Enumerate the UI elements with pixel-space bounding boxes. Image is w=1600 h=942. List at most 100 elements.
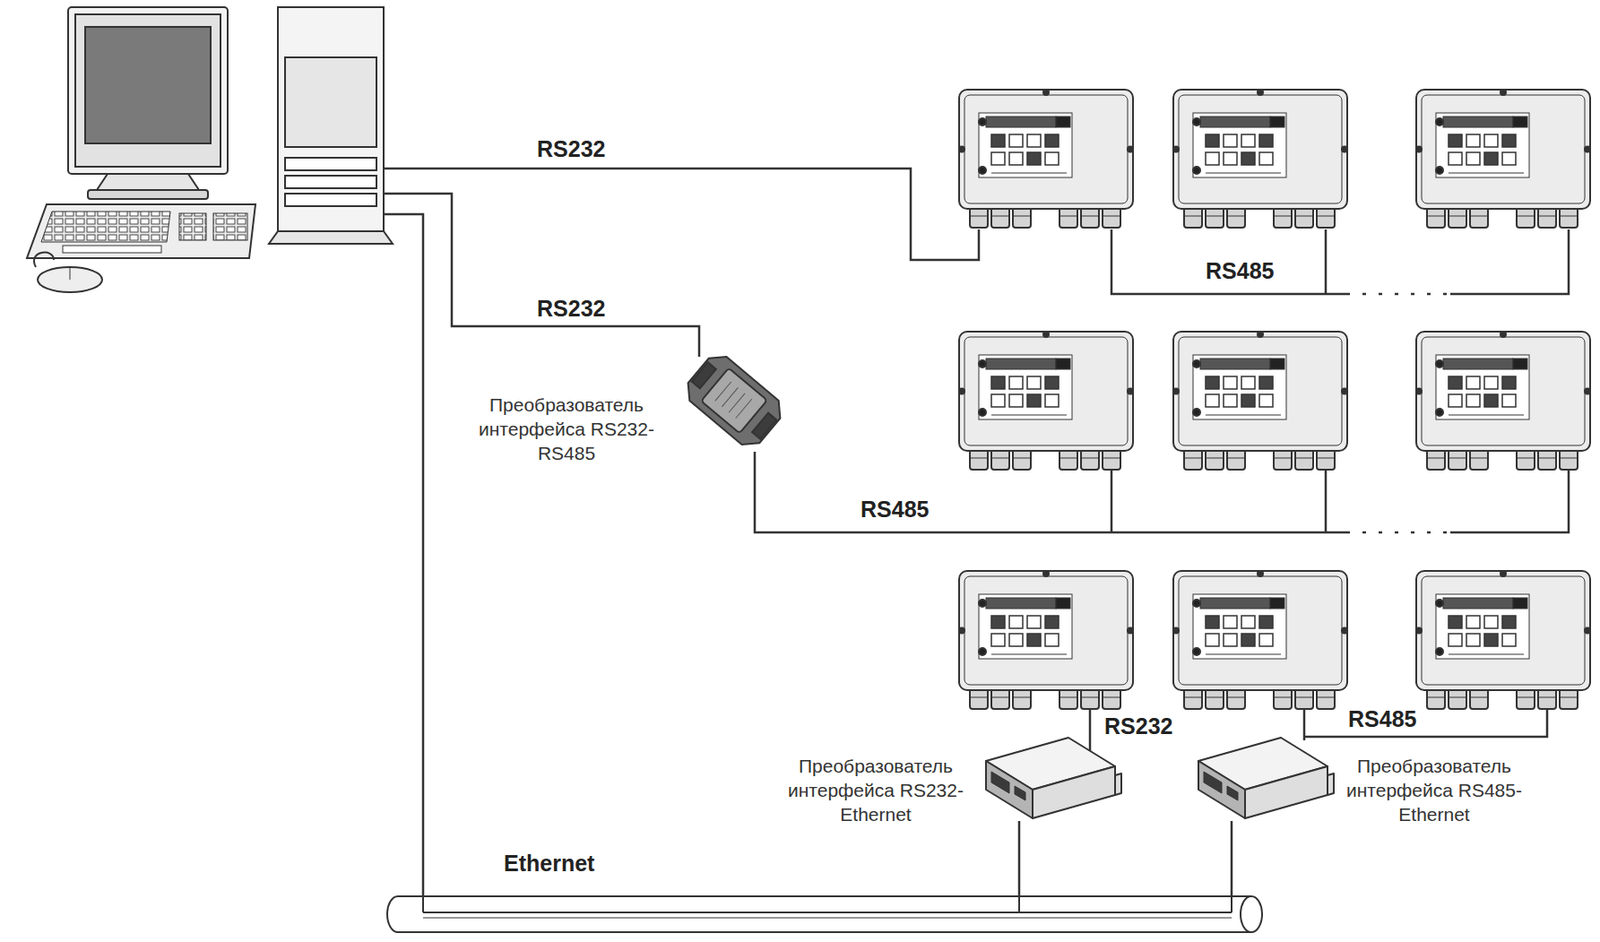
screw <box>1257 570 1263 577</box>
device-lid <box>964 337 1128 446</box>
interface-label: RS232 <box>534 295 608 322</box>
display <box>985 358 1056 370</box>
key <box>991 134 1005 148</box>
screw <box>1500 89 1506 96</box>
cable-gland-ring <box>1538 458 1557 459</box>
cable-gland-ring <box>1448 458 1467 459</box>
monitor <box>68 7 228 199</box>
port <box>1227 786 1238 801</box>
key <box>1045 633 1059 647</box>
key <box>1027 394 1041 407</box>
device-housing <box>959 570 1133 691</box>
cable-gland-ring <box>1559 216 1578 217</box>
screw <box>959 389 965 395</box>
cable-gland <box>1470 449 1488 470</box>
keyboard <box>26 204 256 259</box>
cable-wire <box>1018 895 1021 913</box>
key <box>1205 134 1220 148</box>
key <box>1259 152 1273 165</box>
indicator <box>1193 648 1201 656</box>
cable-gland <box>1427 449 1445 470</box>
cable-gland <box>1316 688 1335 710</box>
cable-gland-ring <box>969 458 988 459</box>
keyboard <box>26 204 256 259</box>
monitor <box>87 190 208 199</box>
converter-body <box>985 737 1122 819</box>
cable-gland-ring <box>1059 216 1078 217</box>
converter-body <box>1198 737 1334 819</box>
key <box>1448 376 1462 390</box>
indicator <box>1435 166 1444 174</box>
cable-gland-ring <box>1470 697 1488 699</box>
panel-line <box>1205 654 1281 656</box>
cable-gland <box>1273 688 1292 710</box>
panel-line <box>1448 415 1524 416</box>
key <box>1502 134 1516 148</box>
cable-gland-ring <box>1184 216 1203 217</box>
key <box>1466 376 1480 390</box>
interface-label: RS485 <box>857 496 932 523</box>
cable-gland-ring <box>1012 697 1031 699</box>
cable-gland <box>1102 207 1121 228</box>
key <box>1448 134 1462 148</box>
monitor <box>96 173 199 191</box>
cable-gland <box>1316 207 1335 228</box>
interface-converter: Преобразователь интерфейса RS485-Etherne… <box>1191 734 1335 822</box>
indicator <box>1435 648 1444 656</box>
cable-gland-ring <box>1316 697 1335 699</box>
wires <box>1450 229 1569 295</box>
key <box>1259 394 1273 407</box>
cable-gland <box>1559 688 1578 710</box>
display <box>1443 597 1514 609</box>
panel-line <box>1205 172 1281 174</box>
display <box>1200 358 1271 370</box>
key <box>1027 633 1041 647</box>
front-panel <box>1193 112 1287 178</box>
indicator <box>978 166 986 174</box>
device <box>1173 89 1348 228</box>
cable-gland <box>1184 688 1203 710</box>
screw <box>1584 389 1591 395</box>
screw <box>1043 570 1049 577</box>
key <box>1223 615 1237 629</box>
cable-gland-ring <box>1427 697 1445 699</box>
screw <box>1500 331 1506 338</box>
node-outline <box>978 734 1123 822</box>
cable-gland <box>1184 449 1203 470</box>
cable-gland <box>991 688 1010 710</box>
cable-gland-ring <box>1559 458 1578 459</box>
cable-gland-ring <box>1059 697 1078 699</box>
screw <box>1043 331 1049 338</box>
interface-label: RS485 <box>1202 258 1277 285</box>
key <box>1448 633 1462 647</box>
terminal-block <box>752 413 777 440</box>
key <box>1045 376 1059 390</box>
key <box>1448 394 1462 407</box>
cable-gland-ring <box>1081 458 1099 459</box>
cable-gland <box>969 449 988 470</box>
key <box>1205 633 1220 647</box>
interface-label: RS232 <box>534 136 608 163</box>
cable-gland-ring <box>1205 458 1224 459</box>
cable-wire <box>423 917 1232 919</box>
terminal-block <box>691 362 717 389</box>
system-unit <box>285 193 377 207</box>
key <box>1223 394 1237 407</box>
monitor <box>85 26 211 144</box>
cable-gland-ring <box>1448 216 1467 217</box>
monitor <box>68 7 228 174</box>
panel-line <box>991 654 1067 656</box>
device <box>1173 570 1348 710</box>
wires <box>1110 468 1114 533</box>
system-unit <box>285 57 377 148</box>
converter-side <box>1032 766 1116 819</box>
device-lid <box>964 95 1128 204</box>
display-tab <box>1513 358 1528 370</box>
cable-gland <box>969 207 988 228</box>
face-rib <box>735 398 753 418</box>
cable-gland-ring <box>969 216 988 217</box>
converter-front <box>985 761 1033 819</box>
key <box>1448 615 1462 629</box>
wires <box>383 168 1569 896</box>
cable-gland-ring <box>1559 697 1578 699</box>
